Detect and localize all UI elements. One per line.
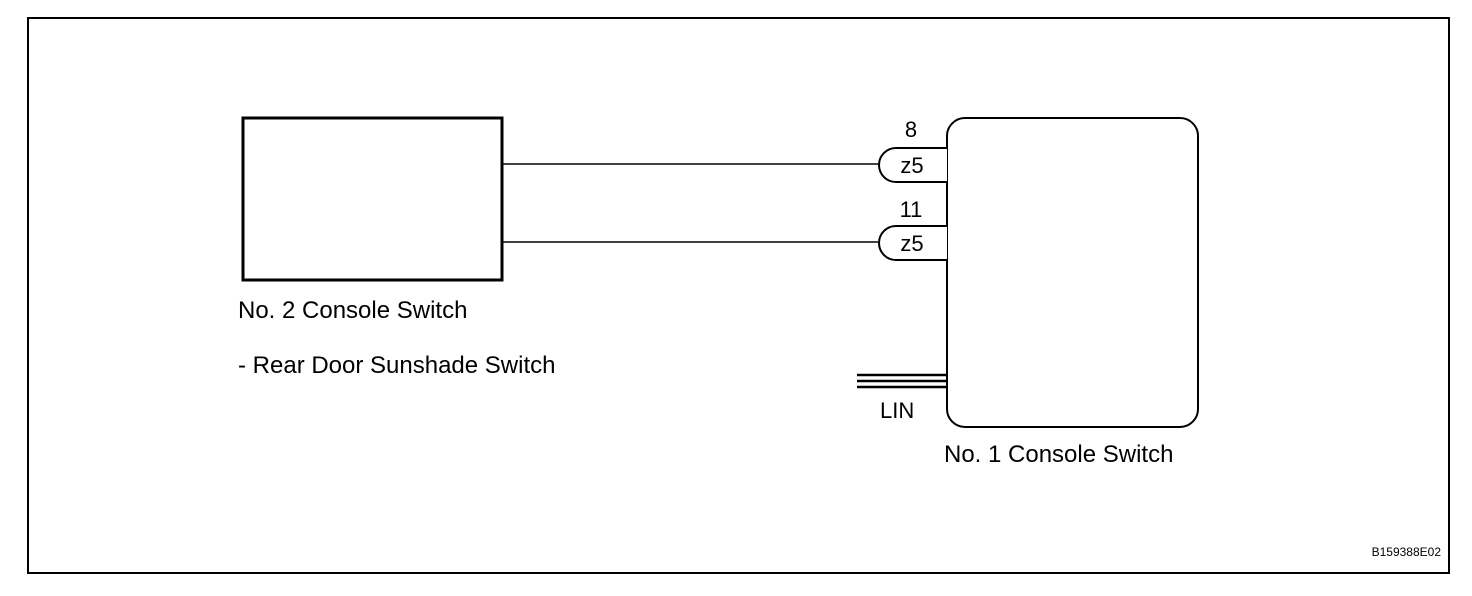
connector-z5-label: z5: [900, 153, 923, 178]
diagram-frame: [27, 17, 1450, 574]
lin-bus-label: LIN: [880, 398, 914, 423]
lin-bus-lines: [857, 373, 947, 389]
console-switch-2-box: [241, 116, 504, 282]
figure-code: B159388E02: [1372, 545, 1442, 559]
console-switch-1-box: [946, 117, 1199, 428]
connector-z5-label: z5: [900, 231, 923, 256]
pin-number-8: 8: [905, 117, 917, 142]
pin-number-11: 11: [900, 197, 923, 222]
console-switch-1-label: No. 1 Console Switch: [944, 441, 1173, 468]
console-switch-2-label: No. 2 Console Switch: [238, 297, 467, 324]
rear-door-sunshade-switch-label: - Rear Door Sunshade Switch: [238, 352, 555, 379]
connector-z5-pin-8: [878, 147, 947, 183]
connector-z5-pin-11: [878, 225, 947, 261]
